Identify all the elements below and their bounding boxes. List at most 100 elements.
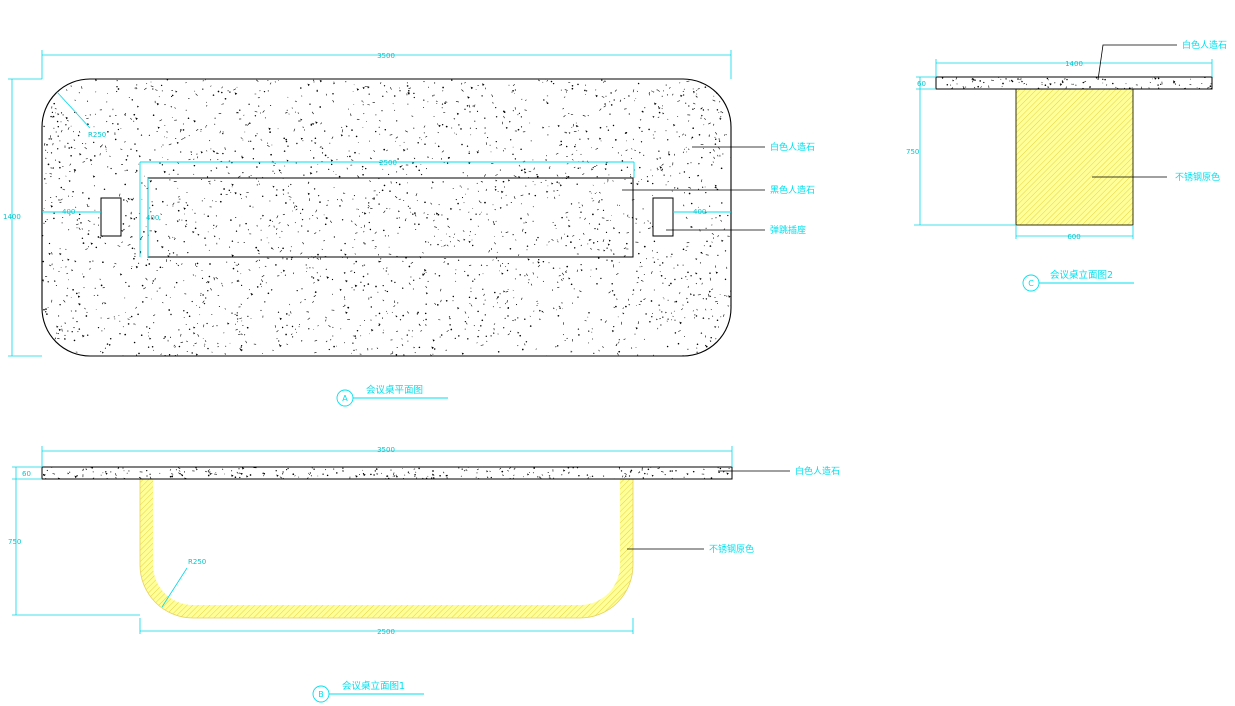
elev1-dim-height: 750 bbox=[8, 538, 21, 546]
stone-speckle bbox=[67, 142, 69, 145]
stone-speckle bbox=[572, 235, 575, 237]
stone-speckle bbox=[231, 312, 233, 314]
stone-speckle bbox=[1209, 85, 1212, 88]
stone-speckle bbox=[484, 127, 486, 129]
stone-speckle bbox=[448, 316, 451, 318]
stone-speckle bbox=[50, 138, 53, 141]
stone-speckle bbox=[229, 342, 231, 344]
stone-speckle bbox=[297, 231, 299, 233]
stone-speckle bbox=[338, 175, 341, 178]
stone-speckle bbox=[623, 255, 626, 257]
stone-speckle bbox=[577, 83, 579, 86]
stone-speckle bbox=[558, 144, 561, 146]
stone-speckle bbox=[118, 315, 120, 316]
stone-speckle bbox=[258, 105, 260, 107]
stone-speckle bbox=[76, 227, 78, 229]
stone-speckle bbox=[269, 131, 271, 133]
stone-speckle bbox=[714, 187, 716, 189]
stone-speckle bbox=[214, 179, 216, 181]
stone-speckle bbox=[666, 345, 669, 348]
stone-speckle bbox=[364, 243, 366, 245]
stone-speckle bbox=[721, 202, 723, 204]
stone-speckle bbox=[478, 477, 480, 479]
stone-speckle bbox=[476, 468, 479, 471]
stone-speckle bbox=[231, 186, 233, 188]
stone-speckle bbox=[170, 313, 172, 316]
stone-speckle bbox=[603, 182, 605, 184]
stone-speckle bbox=[162, 156, 163, 158]
stone-speckle bbox=[665, 84, 667, 86]
stone-speckle bbox=[192, 230, 195, 234]
stone-speckle bbox=[175, 469, 177, 471]
stone-speckle bbox=[475, 297, 477, 300]
stone-speckle bbox=[278, 80, 279, 81]
stone-speckle bbox=[301, 288, 303, 290]
stone-speckle bbox=[149, 180, 152, 183]
stone-speckle bbox=[467, 188, 469, 190]
stone-speckle bbox=[73, 339, 76, 342]
stone-speckle bbox=[116, 90, 118, 93]
stone-speckle bbox=[618, 350, 621, 353]
stone-speckle bbox=[654, 131, 656, 133]
stone-speckle bbox=[575, 122, 577, 124]
stone-speckle bbox=[242, 324, 244, 327]
stone-speckle bbox=[670, 256, 672, 258]
stone-speckle bbox=[240, 472, 243, 475]
stone-speckle bbox=[55, 112, 56, 114]
stone-speckle bbox=[724, 82, 726, 85]
stone-speckle bbox=[490, 151, 492, 153]
stone-speckle bbox=[240, 346, 242, 348]
stone-speckle bbox=[628, 113, 630, 115]
stone-speckle bbox=[682, 94, 685, 96]
stone-speckle bbox=[210, 288, 212, 291]
stone-speckle bbox=[659, 157, 662, 159]
stone-speckle bbox=[241, 320, 243, 322]
stone-speckle bbox=[598, 223, 601, 225]
stone-speckle bbox=[612, 147, 614, 148]
stone-speckle bbox=[58, 178, 60, 180]
stone-speckle bbox=[45, 308, 47, 310]
stone-speckle bbox=[265, 282, 267, 284]
stone-speckle bbox=[577, 167, 580, 170]
stone-speckle bbox=[565, 211, 569, 214]
stone-speckle bbox=[102, 261, 104, 264]
stone-speckle bbox=[275, 264, 277, 266]
stone-speckle bbox=[325, 316, 327, 319]
stone-speckle bbox=[1044, 84, 1047, 86]
stone-speckle bbox=[119, 320, 121, 322]
stone-speckle bbox=[256, 166, 258, 168]
stone-speckle bbox=[495, 116, 498, 118]
stone-speckle bbox=[312, 122, 315, 126]
stone-speckle bbox=[70, 146, 73, 149]
stone-speckle bbox=[370, 306, 372, 308]
stone-speckle bbox=[463, 238, 466, 241]
stone-speckle bbox=[53, 102, 55, 105]
stone-speckle bbox=[618, 467, 621, 469]
stone-speckle bbox=[247, 122, 250, 126]
stone-speckle bbox=[656, 251, 658, 253]
stone-speckle bbox=[379, 120, 381, 122]
stone-speckle bbox=[331, 278, 334, 281]
stone-speckle bbox=[220, 193, 222, 196]
stone-speckle bbox=[65, 248, 67, 250]
stone-speckle bbox=[176, 220, 179, 223]
stone-speckle bbox=[692, 108, 694, 110]
stone-speckle bbox=[515, 239, 517, 241]
stone-speckle bbox=[503, 290, 506, 293]
stone-speckle bbox=[502, 110, 505, 113]
stone-speckle bbox=[634, 100, 635, 102]
stone-speckle bbox=[341, 126, 343, 128]
stone-speckle bbox=[369, 140, 370, 142]
stone-speckle bbox=[135, 216, 137, 219]
stone-speckle bbox=[1049, 83, 1051, 86]
stone-speckle bbox=[716, 319, 719, 322]
stone-speckle bbox=[468, 152, 470, 155]
stone-speckle bbox=[425, 286, 428, 289]
stone-speckle bbox=[577, 130, 579, 132]
stone-speckle bbox=[42, 260, 45, 263]
stone-speckle bbox=[315, 209, 318, 213]
stone-speckle bbox=[240, 137, 243, 139]
stone-speckle bbox=[389, 86, 392, 90]
stone-speckle bbox=[724, 250, 727, 252]
stone-speckle bbox=[378, 467, 380, 468]
